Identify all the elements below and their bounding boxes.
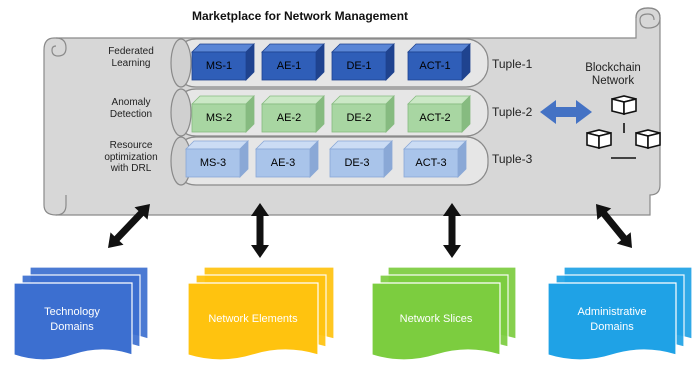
cube-face xyxy=(261,103,317,133)
blockchain-network-label: Blockchain Network xyxy=(585,62,641,88)
tuple-1-label: Tuple-1 xyxy=(492,57,533,71)
network-elements-label: Network Elements xyxy=(208,313,298,325)
document-stack-technology-domains-sheet-1 xyxy=(13,282,133,361)
cube-face xyxy=(331,51,387,81)
document-stack-administrative-domains-sheet-1 xyxy=(547,282,677,361)
blockchain-double-arrow xyxy=(540,100,592,124)
block-left-right xyxy=(598,131,612,150)
cube-label-de-2: DE-2 xyxy=(346,112,372,124)
cube-ae-1 xyxy=(261,43,325,81)
row-label-anomaly-detection: Anomaly Detection xyxy=(109,97,153,120)
administrative-domains-label: Administrative Domains xyxy=(577,306,647,333)
tuple-2-label: Tuple-2 xyxy=(492,105,533,119)
scroll-curl-left xyxy=(51,37,67,57)
cube-act-2 xyxy=(407,95,471,133)
block-right-left xyxy=(635,131,649,150)
cube-face xyxy=(185,148,241,178)
cube-label-act-1: ACT-1 xyxy=(419,60,451,72)
network-slices-label: Network Slices xyxy=(399,313,473,325)
cube-act-3 xyxy=(403,140,467,178)
cube-label-act-2: ACT-2 xyxy=(419,112,451,124)
cube-label-de-3: DE-3 xyxy=(344,157,370,169)
cube-ae-2 xyxy=(261,95,325,133)
cube-top xyxy=(407,43,471,53)
cube-top xyxy=(329,140,393,150)
document-stack-administrative-domains xyxy=(547,266,693,361)
cube-face xyxy=(329,148,385,178)
scroll-curl-top xyxy=(635,7,661,29)
block-left-left xyxy=(586,131,600,150)
cube-label-act-3: ACT-3 xyxy=(415,157,447,169)
document-stack-network-slices xyxy=(371,266,517,361)
cube-ms-2 xyxy=(191,95,255,133)
arrow-network-elements xyxy=(251,203,269,258)
cube-face xyxy=(191,103,247,133)
cube-face xyxy=(407,51,463,81)
cube-top xyxy=(261,95,325,105)
cube-top xyxy=(185,140,249,150)
cube-face xyxy=(407,103,463,133)
diagram-title: Marketplace for Network Management xyxy=(191,9,409,23)
tuple-3-label: Tuple-3 xyxy=(492,152,533,166)
document-stack-network-elements-sheet-1 xyxy=(187,282,319,361)
tuple-band-1-cap xyxy=(170,38,192,88)
document-stack-technology-domains xyxy=(13,266,149,361)
cube-top xyxy=(191,95,255,105)
block-top-left xyxy=(611,97,625,116)
cube-top xyxy=(331,43,395,53)
document-stack-network-elements xyxy=(187,266,335,361)
document-stack-network-slices-sheet-1 xyxy=(371,282,501,361)
technology-domains-label: Technology Domains xyxy=(44,306,100,333)
block-right-right xyxy=(647,131,661,150)
cube-label-ae-1: AE-1 xyxy=(276,60,302,72)
cube-ms-3 xyxy=(185,140,249,178)
cube-top xyxy=(331,95,395,105)
cube-top xyxy=(255,140,319,150)
block-top-right xyxy=(623,97,637,116)
blockchain-icon xyxy=(586,95,661,159)
cube-top xyxy=(191,43,255,53)
cube-top xyxy=(403,140,467,150)
cube-label-ae-2: AE-2 xyxy=(276,112,302,124)
cube-face xyxy=(255,148,311,178)
cube-label-de-1: DE-1 xyxy=(346,60,372,72)
cube-face xyxy=(331,103,387,133)
cube-de-1 xyxy=(331,43,395,81)
cube-de-2 xyxy=(331,95,395,133)
cube-top xyxy=(407,95,471,105)
tuple-band-2-cap xyxy=(170,88,192,137)
arrow-network-slices xyxy=(443,203,461,258)
row-label-resource-optimization: Resource optimization with DRL xyxy=(104,140,158,174)
cube-ae-3 xyxy=(255,140,319,178)
arrow-technology-domains xyxy=(108,204,150,248)
cube-label-ms-1: MS-1 xyxy=(205,60,233,72)
scroll-curl-bottom xyxy=(55,195,67,216)
arrow-administrative-domains xyxy=(596,204,632,248)
cube-top xyxy=(261,43,325,53)
cube-label-ms-3: MS-3 xyxy=(199,157,227,169)
cube-ms-1 xyxy=(191,43,255,81)
cube-face xyxy=(261,51,317,81)
cube-face xyxy=(191,51,247,81)
cube-face xyxy=(403,148,459,178)
cube-label-ae-3: AE-3 xyxy=(270,157,296,169)
row-label-federated-learning: Federated Learning xyxy=(108,46,154,69)
cube-de-3 xyxy=(329,140,393,178)
cube-act-1 xyxy=(407,43,471,81)
cube-label-ms-2: MS-2 xyxy=(205,112,233,124)
